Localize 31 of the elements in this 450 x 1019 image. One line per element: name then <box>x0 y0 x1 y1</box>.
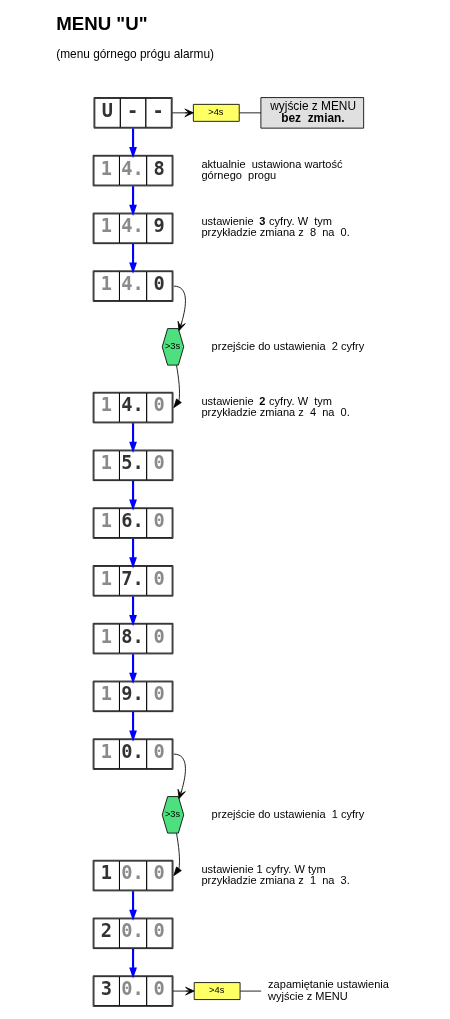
arrow <box>129 891 137 921</box>
node-label: przejście do ustawienia 2 cyfry <box>211 339 365 352</box>
node-label: przejście do ustawienia 1 cyfry <box>211 807 365 820</box>
arrow <box>173 832 182 876</box>
arrow <box>172 986 195 996</box>
node-label: aktualnie ustawiona wartość górnego progu <box>201 157 343 182</box>
arrow <box>173 285 186 331</box>
node-label: ustawienie 3 cyfry. W tym przykładzie zmiana z 8 na 0. <box>201 215 350 239</box>
node-box: wyjście z MENU bez zmian. <box>260 97 365 129</box>
node-label: ustawienie 1 cyfry. W tym przykładzie zmiana z 1 na 3. <box>201 862 350 887</box>
arrow <box>129 186 137 216</box>
arrow <box>129 423 137 453</box>
arrow <box>129 654 137 684</box>
arrow <box>129 948 137 979</box>
label: (menu górnego prógu alarmu) <box>56 47 214 62</box>
node-label: ustawienie 2 cyfry. W tym przykładzie zmiana z 4 na 0. <box>201 394 350 418</box>
arrow <box>173 364 182 408</box>
node-text: zapamiętanie ustawienia wyjście z MENU <box>268 978 389 1002</box>
node-box: >4s <box>193 982 241 1000</box>
arrow <box>129 538 137 569</box>
diagram-title: MENU "U" <box>56 13 148 35</box>
arrow <box>129 243 137 274</box>
arrow <box>171 108 194 118</box>
arrow <box>173 753 186 799</box>
arrow <box>129 480 137 511</box>
arrow <box>129 596 137 627</box>
arrow <box>129 128 137 159</box>
connector <box>239 990 262 992</box>
node-box: >4s <box>192 103 240 122</box>
connector <box>239 112 262 114</box>
arrow <box>129 711 137 742</box>
